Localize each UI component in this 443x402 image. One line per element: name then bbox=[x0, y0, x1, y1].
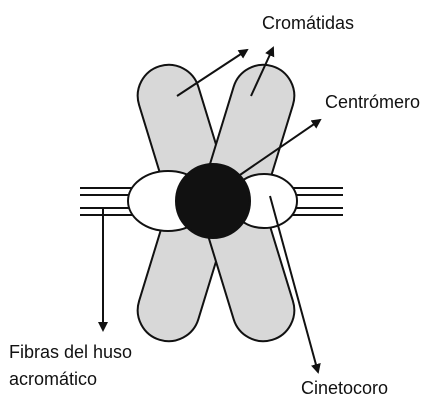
label-chromatids: Cromátidas bbox=[262, 13, 354, 33]
label-kinetochore: Cinetocoro bbox=[301, 378, 388, 398]
label-spindle-fibers-line2: acromático bbox=[9, 369, 97, 389]
label-spindle-fibers-line1: Fibras del huso bbox=[9, 342, 132, 362]
label-centromere: Centrómero bbox=[325, 92, 420, 112]
